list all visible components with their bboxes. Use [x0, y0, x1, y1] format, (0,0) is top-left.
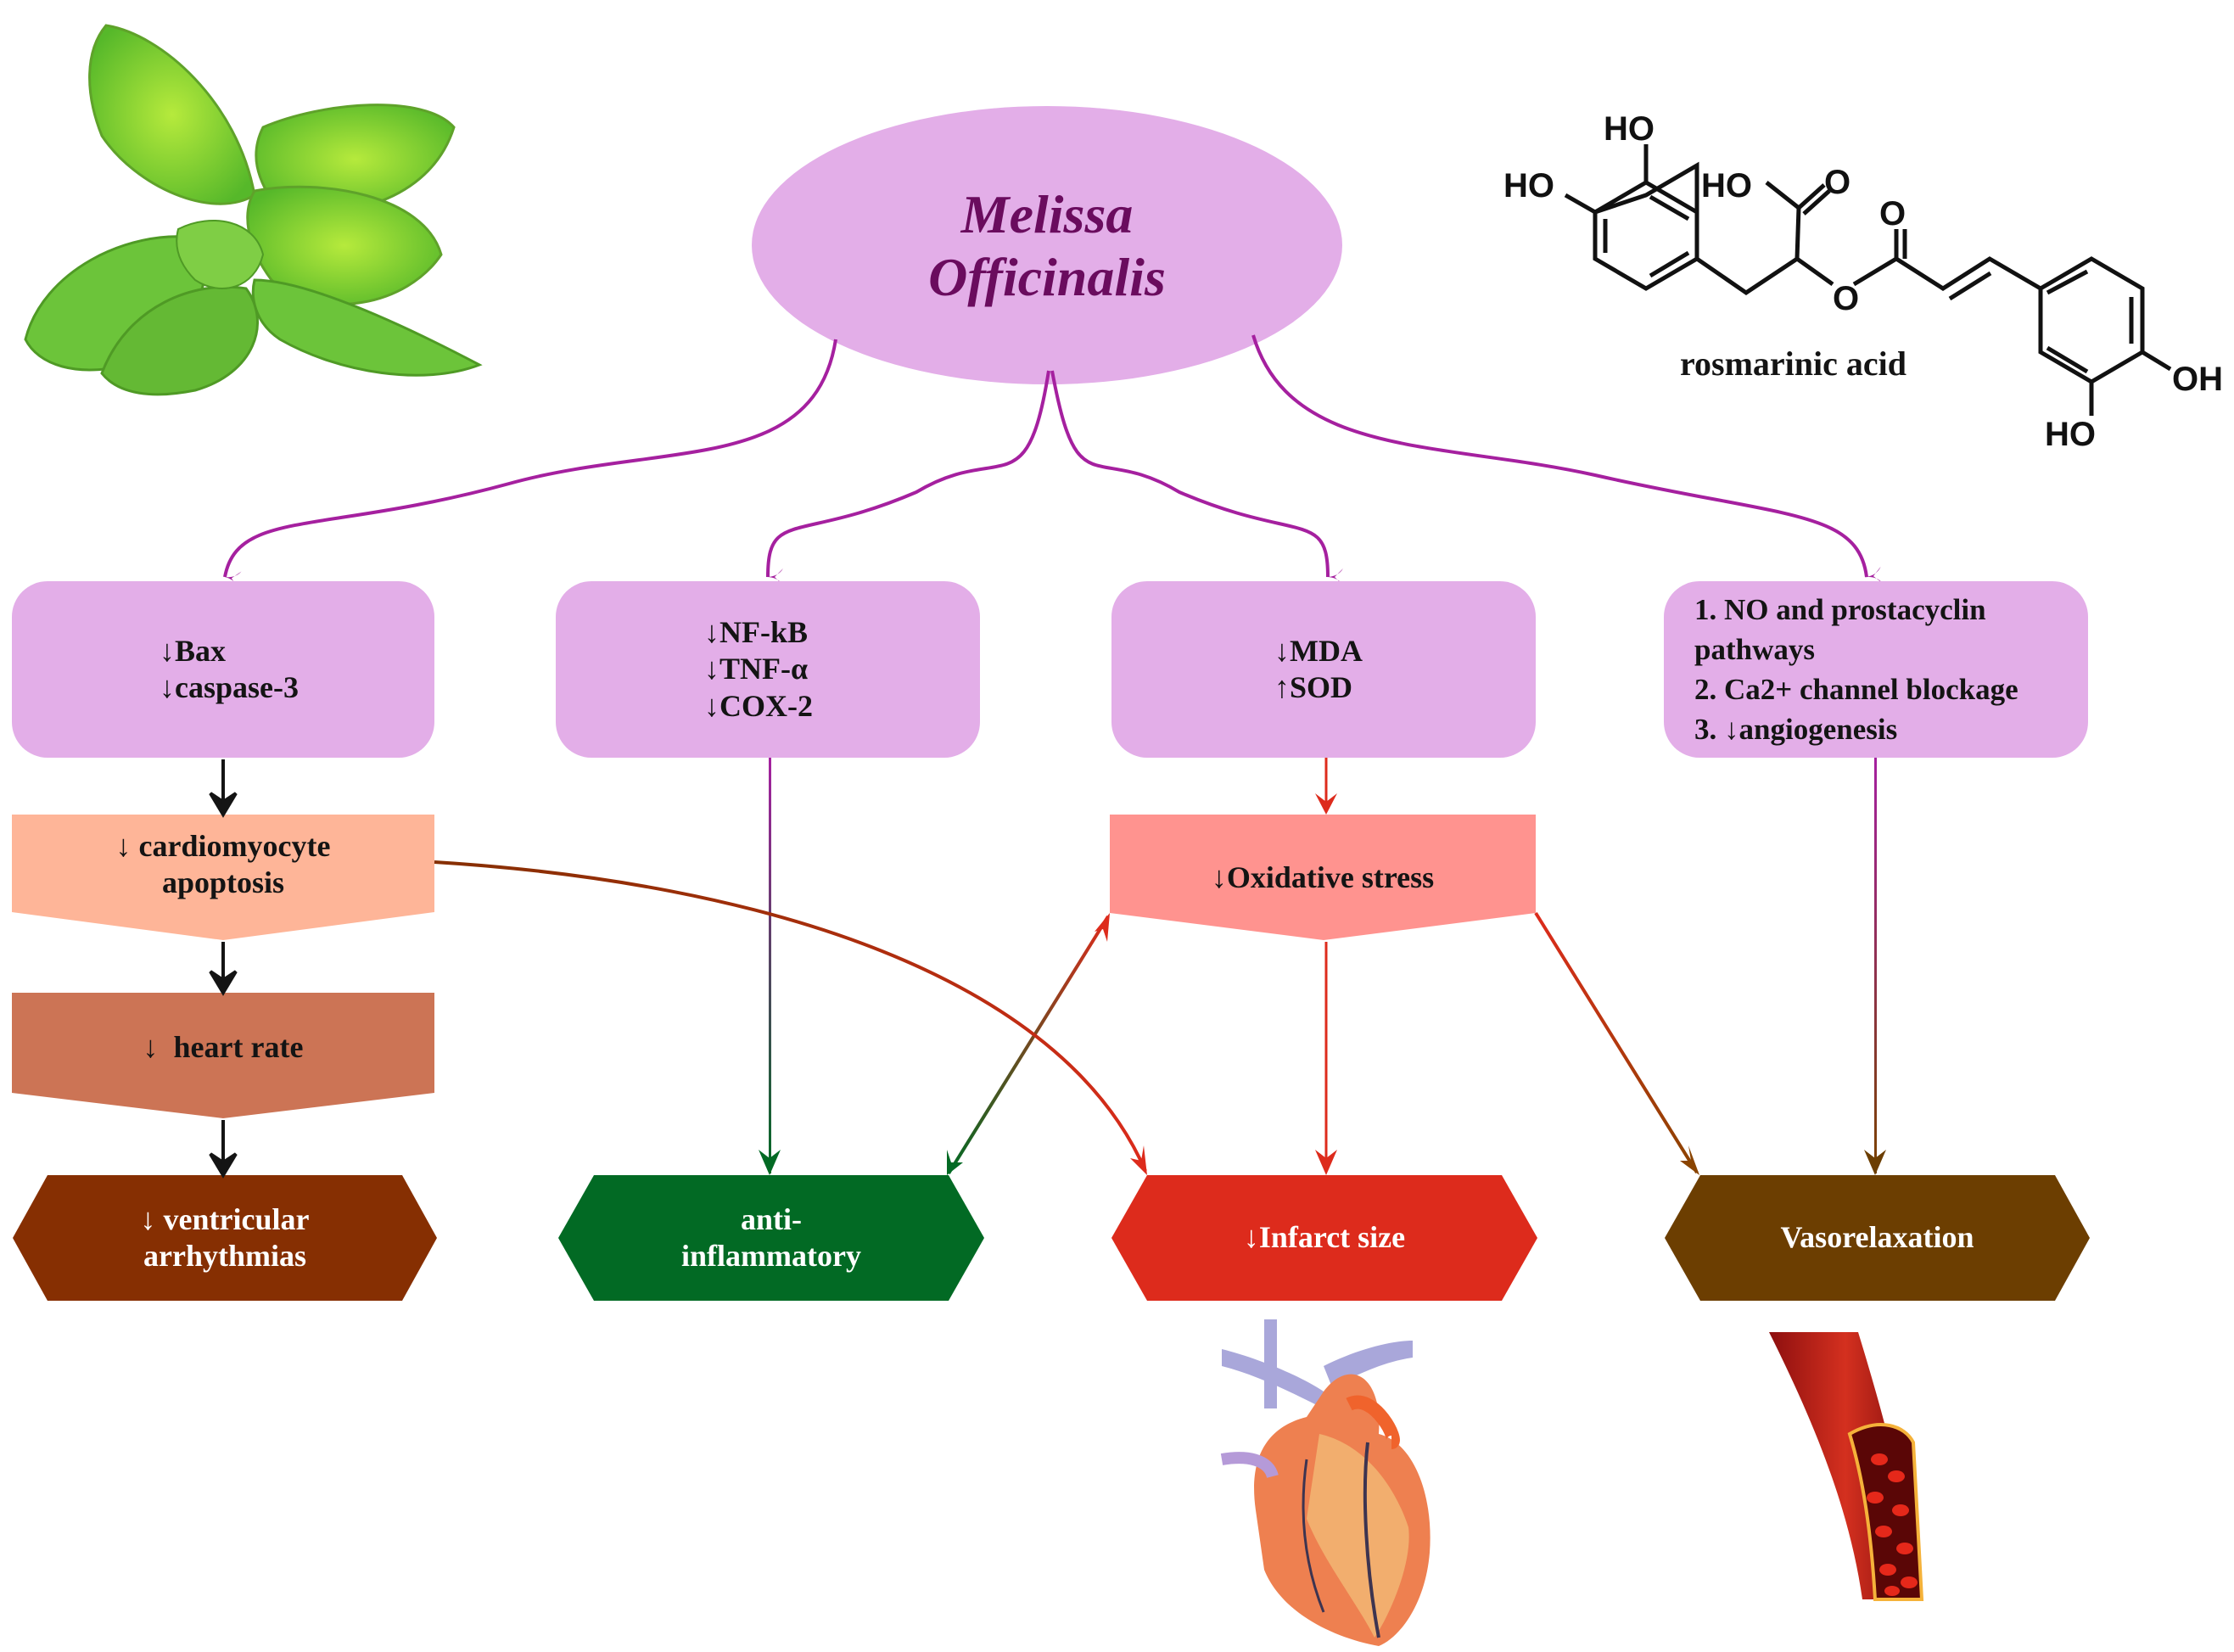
compound-name: rosmarinic acid	[1680, 344, 1907, 383]
lemon-balm-leaf-image	[24, 24, 483, 396]
oxidative-anti-inflammatory-bidirectional-arrow	[947, 913, 1110, 1175]
svg-text:OH: OH	[2172, 361, 2223, 398]
outcome-ventricular-arrhythmias-shape	[13, 1175, 437, 1301]
text-anti: anti-	[741, 1201, 802, 1236]
apoptosis-label: ↓ cardiomyocyte apoptosis	[12, 815, 434, 915]
text-nf-kb: ↓NF-kB	[704, 615, 809, 650]
text-ventricular: ↓ ventricular	[140, 1201, 310, 1236]
mechanism-apoptosis-label: ↓Bax ↓caspase-3	[160, 581, 414, 758]
svg-text:HO: HO	[1701, 167, 1752, 204]
mechanism-vascular-label: 1. NO and prostacyclin pathways 2. Ca2+ …	[1694, 581, 2085, 758]
connector-to-apoptosis-markers	[223, 339, 837, 589]
text-inflammatory: inflammatory	[681, 1239, 861, 1273]
outcome-infarct-size-label: ↓Infarct size	[1111, 1175, 1537, 1301]
apoptosis-to-infarct-curve-arrow	[434, 860, 1147, 1175]
heart-illustration	[1220, 1319, 1431, 1646]
svg-text:HO: HO	[1503, 167, 1554, 204]
rosmarinic-acid-atom-labels: HO HO HO O O O OH HO	[1503, 110, 2223, 453]
title-line-1: Melissa	[960, 184, 1134, 245]
outcome-anti-inflammatory-shape	[558, 1175, 984, 1301]
mechanism-oxidative-label: ↓MDA ↑SOD	[1274, 581, 1529, 758]
text-no-prostacyclin: 1. NO and prostacyclin	[1694, 592, 1986, 626]
text-ca-channel: 2. Ca2+ channel blockage	[1694, 673, 2018, 706]
blood-vessel-illustration	[1769, 1332, 1924, 1601]
outcome-ventricular-arrhythmias-label: ↓ ventricular arrhythmias	[13, 1175, 437, 1301]
text-caspase-3: ↓caspase-3	[160, 670, 299, 704]
oxidative-stress-shape	[1110, 815, 1536, 940]
text-pathways: pathways	[1694, 632, 1815, 666]
outcome-infarct-size-shape	[1111, 1175, 1537, 1301]
oxidative-markers-to-stress-arrow	[1315, 758, 1337, 815]
text-cardiomyocyte: ↓ cardiomyocyte	[115, 828, 331, 863]
text-angiogenesis: 3. ↓angiogenesis	[1694, 713, 1898, 747]
svg-text:O: O	[1833, 280, 1859, 317]
text-mda: ↓MDA	[1274, 633, 1363, 668]
ellipse-connectors	[223, 334, 1884, 589]
text-oxidative-stress: ↓Oxidative stress	[1211, 860, 1435, 895]
apoptosis-shape	[12, 815, 434, 940]
mechanism-box-vascular	[1664, 581, 2088, 758]
mechanism-box-inflammation	[556, 581, 980, 758]
mechanism-box-oxidative	[1111, 581, 1536, 758]
connector-to-vascular-mechanisms	[1251, 334, 1884, 584]
text-arrhythmias: arrhythmias	[143, 1239, 306, 1273]
text-apoptosis: apoptosis	[161, 865, 285, 899]
text-sod: ↑SOD	[1274, 670, 1353, 704]
oxidative-stress-to-infarct-arrow	[1315, 942, 1337, 1175]
oxidative-stress-label: ↓Oxidative stress	[1110, 815, 1536, 942]
outcome-vasorelaxation-label: Vasorelaxation	[1665, 1175, 2090, 1301]
inflammation-to-anti-inflammatory-arrow	[759, 758, 781, 1175]
title-label: Melissa Officinalis	[752, 170, 1342, 322]
rosmarinic-acid-structure	[1564, 144, 2172, 416]
connector-to-inflammation-markers	[766, 370, 1050, 586]
connector-to-oxidative-markers	[1050, 370, 1344, 585]
text-infarct-size: ↓Infarct size	[1243, 1220, 1406, 1255]
melissa-officinalis-node	[752, 106, 1342, 384]
oxidative-stress-to-vasorelaxation-arrow	[1534, 911, 1699, 1175]
vascular-to-vasorelaxation-arrow	[1864, 758, 1886, 1175]
mechanism-inflammation-label: ↓NF-kB ↓TNF-α ↓COX-2	[704, 581, 959, 758]
svg-text:HO: HO	[2045, 416, 2096, 453]
svg-text:HO: HO	[1604, 110, 1655, 148]
outcome-anti-inflammatory-label: anti- inflammatory	[558, 1175, 984, 1301]
text-bax: ↓Bax	[160, 633, 227, 668]
mechanism-box-apoptosis	[12, 581, 434, 758]
title-line-2: Officinalis	[928, 247, 1166, 307]
svg-text:O: O	[1879, 195, 1906, 232]
text-vasorelaxation: Vasorelaxation	[1780, 1220, 1974, 1255]
text-heart-rate: ↓ heart rate	[143, 1030, 304, 1065]
outcome-vasorelaxation-shape	[1665, 1175, 2090, 1301]
heart-rate-label: ↓ heart rate	[12, 993, 434, 1103]
left-column-arrows	[209, 759, 238, 1179]
svg-text:O: O	[1824, 164, 1850, 201]
text-cox-2: ↓COX-2	[704, 688, 813, 723]
text-tnf-alpha: ↓TNF-α	[704, 652, 809, 686]
heart-rate-shape	[12, 993, 434, 1118]
